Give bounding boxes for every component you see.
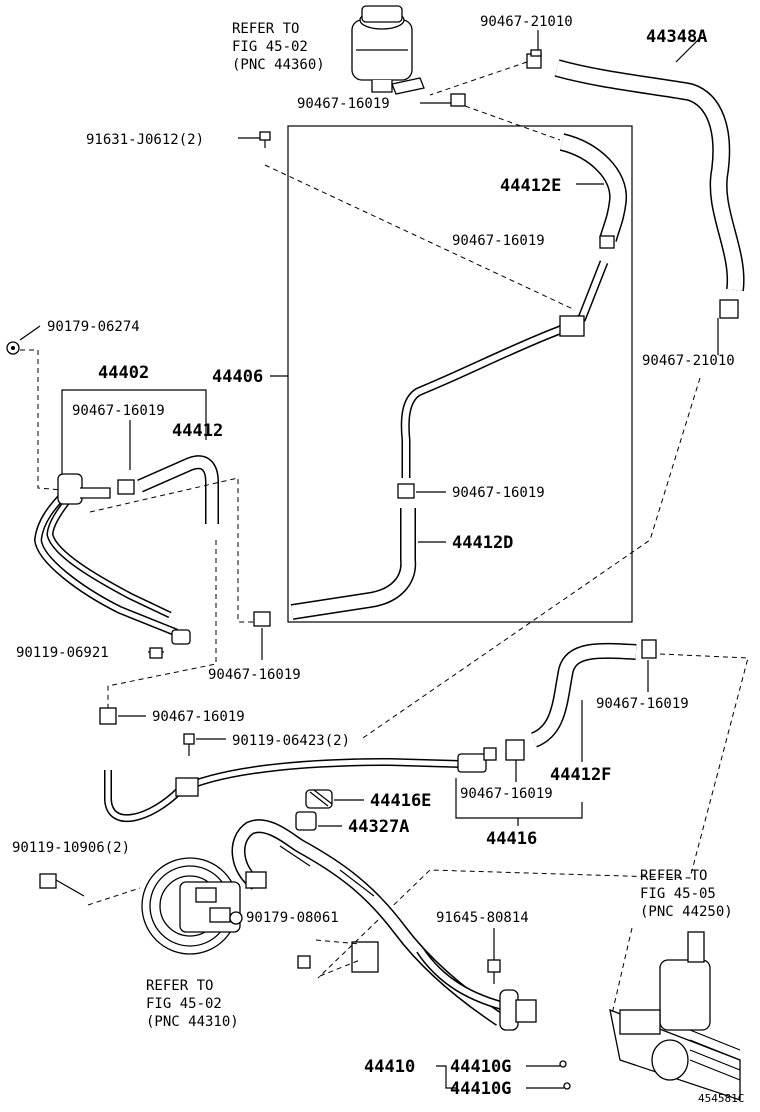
part-44412F: 44412F: [550, 765, 611, 785]
part-44416E: 44416E: [370, 791, 431, 811]
clamp-icon: [99, 707, 117, 725]
part-44406: 44406: [212, 367, 263, 387]
bracket: [559, 315, 585, 337]
part-44412D: 44412D: [452, 533, 513, 553]
steering-gear-icon: [609, 931, 741, 1101]
clamp-icon: [505, 739, 525, 761]
part-44410: 44410: [364, 1057, 415, 1077]
illustration-number: 454581C: [698, 1092, 744, 1105]
gear-ref-line1: REFER TO: [640, 868, 707, 884]
part-44412: 44412: [172, 421, 223, 441]
gear-ref-line2: FIG 45-05: [640, 886, 716, 902]
part-90119-06423: 90119-06423(2): [232, 733, 350, 749]
part-44348A: 44348A: [646, 27, 707, 47]
clamp-icon: [526, 49, 542, 69]
part-90179-08061: 90179-08061: [246, 910, 339, 926]
clamp-icon: [719, 299, 739, 319]
reservoir-ref-line3: (PNC 44360): [232, 57, 325, 73]
clamp-icon: [450, 93, 466, 107]
clamp-icon: [253, 611, 271, 627]
clamp-icon: [641, 639, 657, 659]
pump-ref-line2: FIG 45-02: [146, 996, 222, 1012]
part-90467-16019-a: 90467-16019: [297, 96, 390, 112]
pump-icon: [141, 857, 267, 955]
part-44412E: 44412E: [500, 176, 561, 196]
bolt-icon: [259, 131, 271, 148]
bolt-icon: [148, 647, 164, 659]
fitting-icon: [305, 789, 333, 809]
part-90467-21010-top: 90467-21010: [480, 14, 573, 30]
pump-ref-line3: (PNC 44310): [146, 1014, 239, 1030]
part-91631-J0612: 91631-J0612(2): [86, 132, 204, 148]
part-90467-16019-f: 90467-16019: [152, 709, 245, 725]
assembly-frame-44406: [287, 125, 633, 623]
clamp-icon: [397, 483, 415, 499]
reservoir-ref-line1: REFER TO: [232, 21, 299, 37]
part-44410G-a: 44410G: [450, 1057, 511, 1077]
part-90467-16019-g: 90467-16019: [596, 696, 689, 712]
part-90467-16019-b: 90467-16019: [452, 233, 545, 249]
part-90467-16019-d: 90467-16019: [452, 485, 545, 501]
part-90467-16019-c: 90467-16019: [72, 403, 165, 419]
part-44327A: 44327A: [348, 817, 409, 837]
part-90119-10906: 90119-10906(2): [12, 840, 130, 856]
reservoir-ref-line2: FIG 45-02: [232, 39, 308, 55]
fitting-icon: [295, 811, 317, 831]
part-44402: 44402: [98, 363, 149, 383]
bolt-icon: [39, 873, 85, 897]
part-90119-06921: 90119-06921: [16, 645, 109, 661]
bolt-icon: [183, 733, 195, 756]
part-90467-16019-h: 90467-16019: [460, 786, 553, 802]
part-91645-80814: 91645-80814: [436, 910, 529, 926]
part-44416: 44416: [486, 829, 537, 849]
gear-ref-line3: (PNC 44250): [640, 904, 733, 920]
part-90179-06274: 90179-06274: [47, 319, 140, 335]
bolt-icon: [487, 959, 501, 984]
clamp-icon: [599, 235, 615, 249]
reservoir: [351, 5, 425, 95]
part-90467-21010-right: 90467-21010: [642, 353, 735, 369]
pump-ref-line1: REFER TO: [146, 978, 213, 994]
part-90467-16019-e: 90467-16019: [208, 667, 301, 683]
clamp-icon: [117, 479, 135, 495]
part-44410G-b: 44410G: [450, 1079, 511, 1099]
nut-icon: [297, 955, 311, 969]
nut-icon: [6, 341, 20, 355]
